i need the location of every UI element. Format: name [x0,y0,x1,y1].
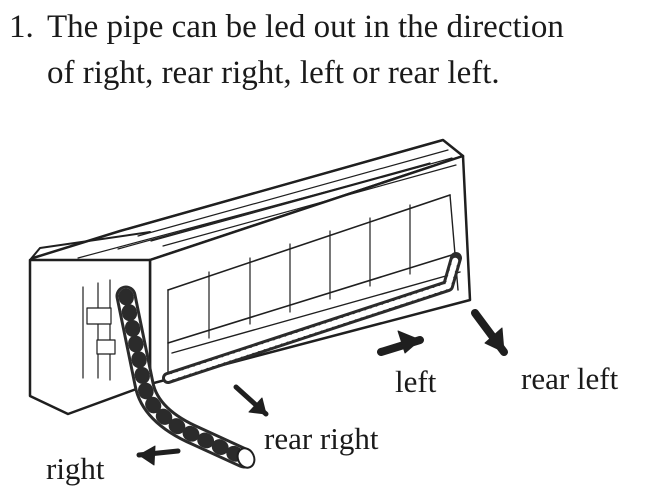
label-right: right [46,452,105,486]
label-left: left [395,365,436,399]
label-rear-left: rear left [521,362,618,396]
label-rear-right: rear right [264,422,378,456]
